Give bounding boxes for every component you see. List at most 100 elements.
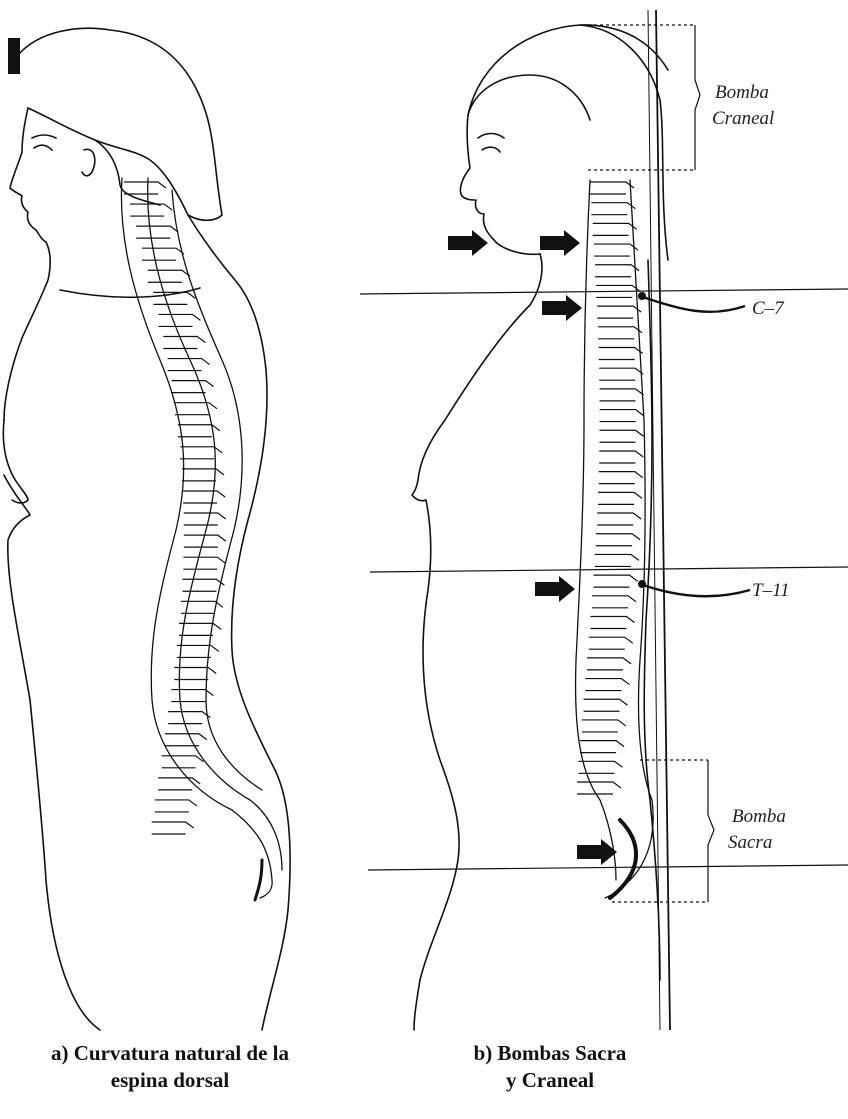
bomba-craneal-label-1: Bomba bbox=[715, 82, 769, 103]
vertebra bbox=[148, 270, 190, 282]
vertebra bbox=[585, 679, 629, 691]
vertebra bbox=[598, 492, 642, 504]
vertebra bbox=[596, 534, 640, 546]
vertebra bbox=[599, 389, 643, 401]
coccyx-a bbox=[255, 860, 262, 900]
vertebra bbox=[595, 554, 639, 566]
vertebra bbox=[174, 668, 216, 680]
sacral-line bbox=[368, 865, 848, 870]
eye-b bbox=[482, 147, 500, 152]
vertebra bbox=[582, 720, 626, 732]
front-outline-a bbox=[4, 338, 100, 1030]
vertebra bbox=[162, 756, 204, 768]
vertebra bbox=[152, 822, 194, 834]
sacrum-shading-b bbox=[610, 820, 636, 898]
vertebra bbox=[183, 491, 225, 503]
caption-a-line-1: a) Curvatura natural de la bbox=[20, 1040, 320, 1067]
vertebra bbox=[171, 690, 213, 702]
vertebra bbox=[177, 645, 219, 657]
spine-b-vertebrae bbox=[577, 182, 644, 794]
ear-a bbox=[82, 149, 95, 175]
eyebrow-b bbox=[478, 134, 504, 139]
vertebra bbox=[175, 403, 217, 415]
vertebra bbox=[591, 203, 635, 215]
vertebra bbox=[124, 182, 166, 194]
vertebra bbox=[136, 226, 178, 238]
vertebra bbox=[182, 579, 224, 591]
caption-a-line-2: espina dorsal bbox=[20, 1067, 320, 1094]
arrow-right-icon bbox=[577, 839, 617, 865]
neck-front-a bbox=[22, 242, 50, 338]
c7-label: C–7 bbox=[752, 298, 785, 319]
spine-b bbox=[576, 180, 654, 898]
c7-line bbox=[360, 289, 848, 294]
spine-a bbox=[121, 178, 282, 898]
caption-b-line-1: b) Bombas Sacra bbox=[430, 1040, 670, 1067]
vertebra bbox=[155, 800, 197, 812]
vertebra bbox=[184, 513, 226, 525]
vertebra bbox=[592, 596, 636, 608]
vertebra bbox=[179, 623, 221, 635]
breast-a bbox=[3, 420, 28, 503]
vertebra bbox=[183, 557, 225, 569]
vertebra bbox=[142, 248, 184, 260]
vertebra bbox=[597, 513, 641, 525]
vertebra bbox=[599, 348, 643, 360]
figure-b bbox=[412, 25, 668, 1030]
vertebra bbox=[580, 741, 624, 753]
arrow-right-icon bbox=[448, 230, 488, 256]
vertebra bbox=[172, 381, 214, 393]
vertebra bbox=[168, 712, 210, 724]
eye-a bbox=[34, 145, 52, 150]
vertebra bbox=[599, 368, 643, 380]
neck-b bbox=[530, 254, 542, 305]
face-profile-a bbox=[10, 108, 46, 242]
vertebra bbox=[168, 359, 210, 371]
eyebrow-a bbox=[32, 135, 56, 138]
vertebra bbox=[599, 451, 643, 463]
t11-line bbox=[370, 567, 848, 572]
arrow-right-icon bbox=[540, 230, 580, 256]
vertebra bbox=[184, 535, 226, 547]
t11-dot bbox=[638, 580, 646, 588]
figure-a bbox=[3, 28, 290, 1030]
vertebra bbox=[165, 734, 207, 746]
t11-label: T–11 bbox=[752, 580, 790, 601]
vertebra bbox=[594, 244, 638, 256]
bomba-sacra-label-2: Sacra bbox=[728, 832, 772, 853]
arrow-right-icon bbox=[542, 295, 582, 321]
vertebra bbox=[577, 782, 621, 794]
scan-mark bbox=[8, 38, 20, 74]
vertebra bbox=[599, 472, 643, 484]
c7-pointer bbox=[640, 296, 745, 312]
bomba-sacra-label-1: Bomba bbox=[732, 806, 786, 827]
vertebra bbox=[584, 699, 628, 711]
vertebra bbox=[594, 575, 638, 587]
c7-dot bbox=[638, 292, 646, 300]
vertebra bbox=[600, 410, 644, 422]
t11-pointer bbox=[640, 584, 750, 596]
vertebra bbox=[597, 306, 641, 318]
vertebra bbox=[182, 469, 224, 481]
caption-b: b) Bombas Sacra y Craneal bbox=[430, 1040, 670, 1094]
back-outline-a bbox=[188, 215, 290, 1030]
front-outline-b bbox=[412, 305, 530, 1030]
vertebra bbox=[598, 327, 642, 339]
bomba-craneal-bracket bbox=[588, 25, 700, 170]
vertebra bbox=[590, 616, 634, 628]
vertebra bbox=[130, 204, 172, 216]
vertebra bbox=[589, 637, 633, 649]
bomba-craneal-label-2: Craneal bbox=[712, 108, 774, 129]
caption-a: a) Curvatura natural de la espina dorsal bbox=[20, 1040, 320, 1094]
vertebra bbox=[590, 182, 634, 194]
hair-outline-b bbox=[468, 25, 668, 120]
arrow-right-icon bbox=[535, 576, 575, 602]
vertebra bbox=[600, 430, 644, 442]
vertebra bbox=[159, 314, 201, 326]
hair-outline-a bbox=[18, 28, 222, 220]
vertebra bbox=[593, 223, 637, 235]
caption-b-line-2: y Craneal bbox=[430, 1067, 670, 1094]
vertebra bbox=[587, 658, 631, 670]
hair-back-b bbox=[580, 25, 668, 260]
